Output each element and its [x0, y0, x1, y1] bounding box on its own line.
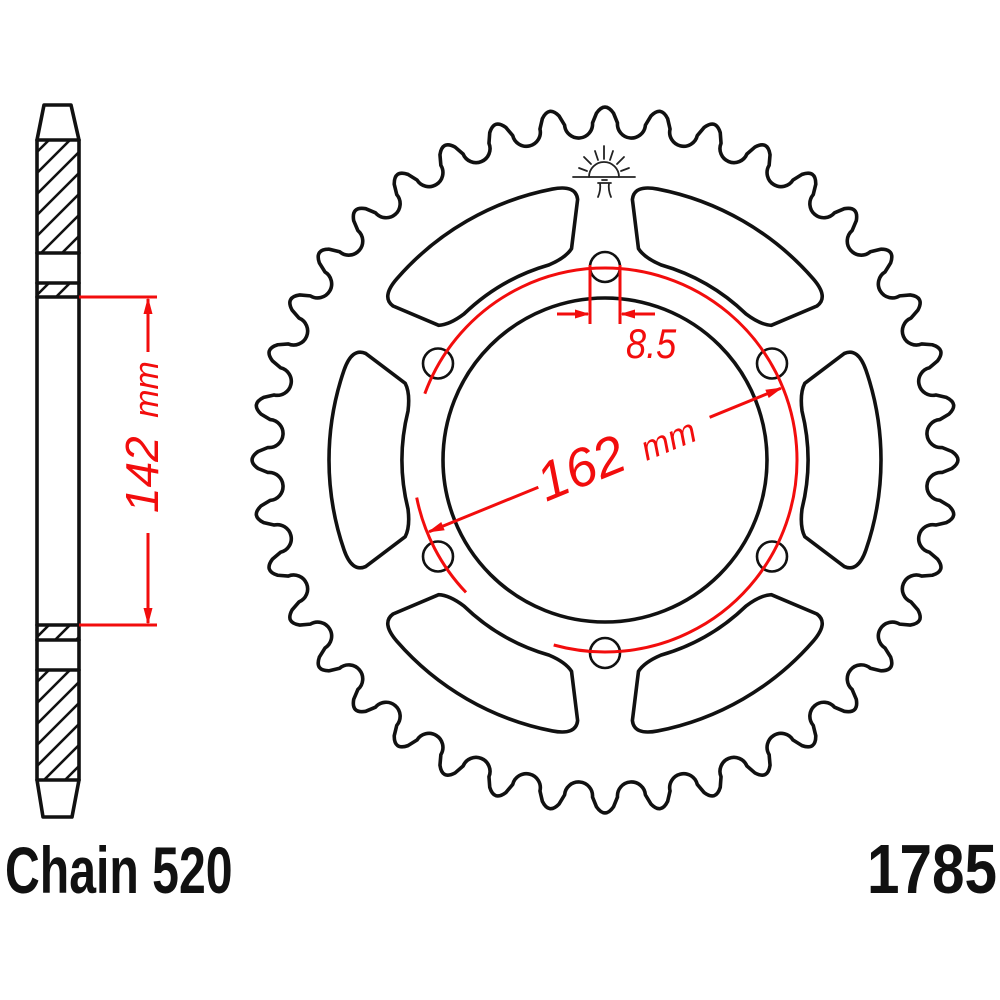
- dimension-line-left: [428, 485, 539, 534]
- hatch-line: [35, 701, 81, 747]
- hatch-line: [35, 623, 51, 639]
- side-profile: [35, 103, 81, 819]
- hub-bore-circle: [441, 296, 769, 624]
- pcd-dimension-line: 162 mm: [427, 386, 783, 534]
- bolt-hole-dimension: 8.5: [557, 265, 676, 368]
- pcd-label: 162 mm: [528, 395, 704, 513]
- hatch-line: [35, 192, 81, 238]
- hatch-line: [35, 171, 81, 217]
- hatch-line: [35, 722, 81, 768]
- hatch-line: [63, 764, 81, 782]
- lightening-window: [386, 186, 580, 328]
- hatch-line: [35, 668, 51, 684]
- arrow-up-icon: [143, 297, 153, 314]
- hatch-line: [35, 150, 81, 196]
- lightening-windows: [327, 186, 883, 734]
- pcd-value: 162: [528, 424, 634, 514]
- pcd-unit: mm: [635, 412, 702, 469]
- side-profile-section-lines: [35, 138, 81, 782]
- bolt-hole: [421, 347, 455, 380]
- center-bore-value: 142: [116, 436, 168, 513]
- bolt-hole: [588, 636, 622, 670]
- arrow-left-icon: [620, 309, 635, 319]
- lightening-window: [799, 350, 883, 570]
- hatch-line: [60, 234, 81, 255]
- pcd-circle-arc: [423, 266, 799, 654]
- chain-label: Chain 520: [5, 835, 233, 908]
- hatch-line: [35, 138, 72, 175]
- pcd-dimension: 162 mm: [415, 266, 799, 654]
- hatch-line: [54, 281, 72, 299]
- hatch-line: [35, 138, 51, 154]
- hatch-line: [53, 623, 72, 642]
- bolt-hole: [755, 540, 789, 573]
- center-bore-unit: mm: [128, 361, 166, 418]
- arrow-right-icon: [575, 309, 590, 319]
- hatch-line: [42, 743, 81, 782]
- part-number-label: 1785: [867, 830, 997, 908]
- bolt-hole-label: 8.5: [626, 322, 676, 368]
- center-bore-dimension: 142 mm: [79, 295, 168, 627]
- brand-logo-icon: [572, 145, 636, 198]
- lightening-window: [630, 186, 824, 328]
- arrow-down-icon: [143, 608, 153, 625]
- arrow-right-icon: [765, 387, 783, 399]
- arrow-left-icon: [427, 521, 445, 533]
- section-hatching: [35, 138, 81, 782]
- pcd-circle-arc-short: [415, 497, 468, 594]
- hatch-line: [35, 680, 81, 726]
- lightening-window: [327, 350, 411, 570]
- hatch-line: [35, 668, 72, 705]
- bolt-hole: [755, 347, 789, 380]
- lightening-window: [386, 592, 580, 734]
- side-profile-outline: [35, 103, 81, 819]
- sprocket-teeth-outline: [250, 105, 960, 815]
- hatch-line: [39, 213, 81, 255]
- bolt-hole: [421, 540, 455, 573]
- hatch-line: [74, 635, 81, 642]
- hatch-line: [75, 293, 81, 299]
- center-bore-label: 142 mm: [116, 361, 168, 513]
- hatch-line: [35, 281, 51, 297]
- lightening-window: [630, 592, 824, 734]
